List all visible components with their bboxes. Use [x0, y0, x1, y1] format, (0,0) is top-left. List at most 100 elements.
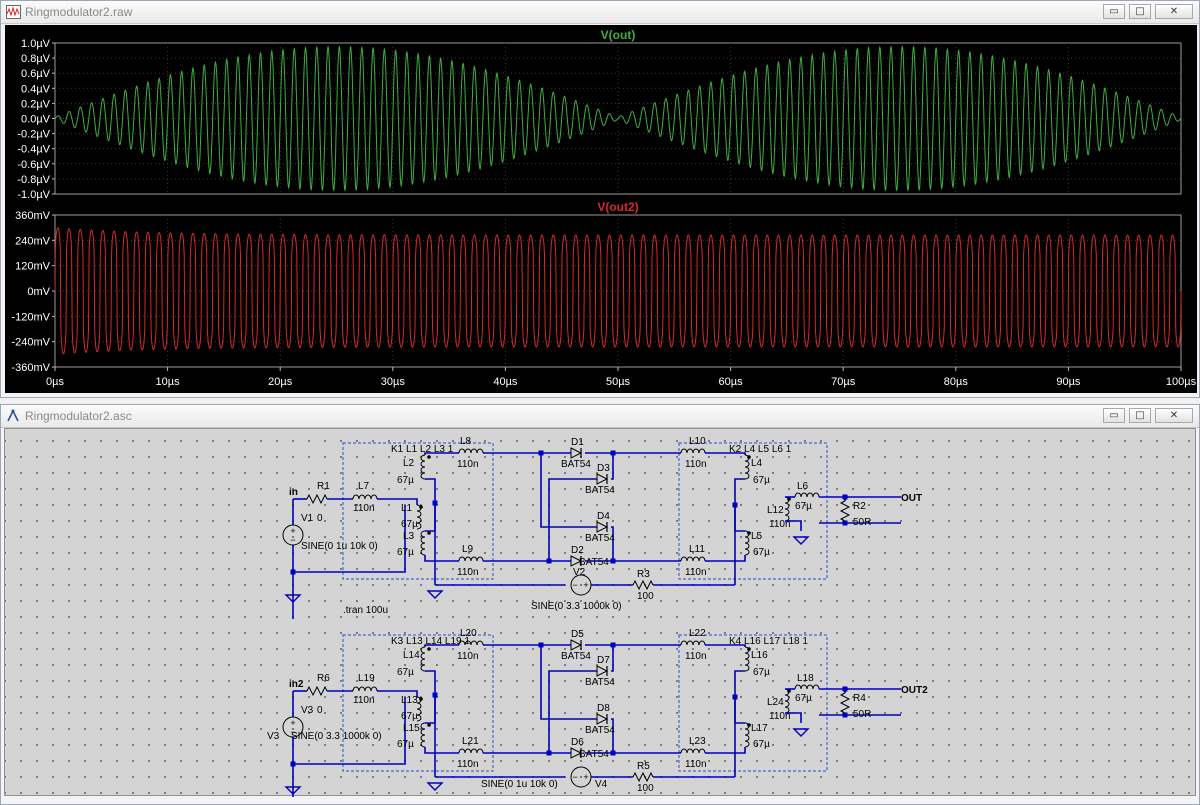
y-tick-label: -120mV [11, 311, 50, 323]
y-tick-label: 0.8µV [21, 53, 51, 65]
source-name: V3 [301, 705, 314, 716]
inductor-name: L6 [797, 481, 809, 492]
inductor-L16[interactable] [744, 646, 750, 672]
voltage-source-V1[interactable] [282, 524, 304, 546]
schematic-app-icon [7, 409, 19, 422]
minus-sign: − [290, 535, 295, 545]
schematic-titlebar[interactable]: Ringmodulator2.asc ▭ □ ✕ [1, 405, 1199, 428]
inductor-name: L16 [751, 650, 768, 661]
inductor-L2[interactable] [420, 454, 426, 480]
resistor-R2[interactable] [839, 500, 851, 522]
phase-dot [787, 497, 791, 501]
resistor-name: R3 [637, 569, 650, 580]
wire [795, 712, 802, 723]
wire [795, 520, 802, 531]
inductor-L13[interactable] [416, 696, 422, 722]
diode-D5[interactable] [570, 639, 583, 651]
y-tick-label: 0.4µV [21, 83, 51, 95]
plus-sign: + [583, 580, 588, 590]
diode-D8[interactable] [596, 713, 609, 725]
diode-model: BAT54 [585, 533, 615, 544]
diode-D4[interactable] [596, 521, 609, 533]
source-name: V2 [573, 567, 586, 578]
wire [548, 478, 597, 561]
inductor-name: L18 [797, 673, 814, 684]
x-tick-label: 70µs [831, 376, 856, 388]
diode-D6[interactable] [570, 747, 583, 759]
phase-dot [419, 697, 423, 701]
inductor-L22[interactable] [680, 640, 706, 646]
inductor-L12[interactable] [784, 496, 790, 522]
close-button[interactable]: ✕ [1155, 408, 1193, 423]
inductor-L7[interactable] [352, 494, 378, 500]
diode-D2[interactable] [570, 555, 583, 567]
inductor-name: L23 [689, 736, 706, 747]
x-tick-label: 0µs [46, 376, 64, 388]
schematic-window-title: Ringmodulator2.asc [25, 409, 132, 423]
net-label-out: OUT [901, 493, 922, 504]
resistor-R1[interactable] [306, 493, 328, 505]
inductor-L17[interactable] [744, 722, 750, 748]
wire [705, 452, 746, 455]
maximize-button[interactable]: □ [1129, 408, 1151, 423]
inductor-L8[interactable] [458, 448, 484, 454]
inductor-value: 67µ [397, 667, 414, 678]
inductor-L11[interactable] [680, 556, 706, 562]
minimize-button[interactable]: ▭ [1103, 408, 1125, 423]
minimize-button[interactable]: ▭ [1103, 4, 1125, 19]
ground-symbol [426, 782, 444, 791]
inductor-L4[interactable] [744, 454, 750, 480]
inductor-L5[interactable] [744, 530, 750, 556]
diode-D7[interactable] [596, 665, 609, 677]
inductor-L18[interactable] [794, 684, 820, 690]
wire [293, 697, 406, 765]
voltage-source-V3[interactable] [282, 716, 304, 738]
resistor-name: R2 [853, 501, 866, 512]
inductor-L9[interactable] [458, 556, 484, 562]
inductor-value: 110n [685, 567, 707, 578]
ground-symbol [284, 594, 302, 603]
inductor-name: L15 [403, 723, 420, 734]
inductor-L21[interactable] [458, 748, 484, 754]
inductor-name: L21 [462, 736, 479, 747]
inductor-name: L12 [767, 505, 784, 516]
y-tick-label: -240mV [11, 337, 50, 349]
trace-vout2 [54, 227, 1182, 355]
diode-name: D7 [597, 655, 610, 666]
inductor-L10[interactable] [680, 448, 706, 454]
inductor-L14[interactable] [420, 646, 426, 672]
waveform-plot[interactable]: 1.0µV0.8µV0.6µV0.4µV0.2µV0.0µV-0.2µV-0.4… [5, 25, 1197, 393]
inductor-L20[interactable] [458, 640, 484, 646]
inductor-L23[interactable] [680, 748, 706, 754]
inductor-L3[interactable] [420, 530, 426, 556]
waveform-titlebar[interactable]: Ringmodulator2.raw ▭ □ ✕ [1, 1, 1199, 24]
inductor-value: 67µ [397, 547, 414, 558]
close-button[interactable]: ✕ [1155, 4, 1193, 19]
resistor-R5[interactable] [632, 771, 654, 783]
minus-sign: − [290, 727, 295, 737]
inductor-L19[interactable] [352, 686, 378, 692]
inductor-value: 67µ [753, 667, 770, 678]
coupling-directive-right: K4 L16 L17 L18 1 [729, 636, 808, 647]
diode-D1[interactable] [570, 447, 583, 459]
wire [424, 644, 459, 647]
inductor-L24[interactable] [784, 688, 790, 714]
inductor-L15[interactable] [420, 722, 426, 748]
inductor-name: L11 [689, 544, 705, 555]
resistor-R6[interactable] [306, 685, 328, 697]
x-tick-label: 10µs [156, 376, 181, 388]
resistor-R3[interactable] [632, 579, 654, 591]
inductor-L6[interactable] [794, 492, 820, 498]
waveform-window-title: Ringmodulator2.raw [25, 5, 133, 19]
resistor-R4[interactable] [839, 692, 851, 714]
maximize-button[interactable]: □ [1129, 4, 1151, 19]
diode-D3[interactable] [596, 473, 609, 485]
y-tick-label: 1.0µV [21, 38, 51, 50]
x-tick-label: 60µs [719, 376, 744, 388]
inductor-value: 67µ [401, 519, 418, 530]
inductor-L1[interactable] [416, 504, 422, 530]
coupling-directive-left: K3 L13 L14 L19 1 [391, 636, 470, 647]
